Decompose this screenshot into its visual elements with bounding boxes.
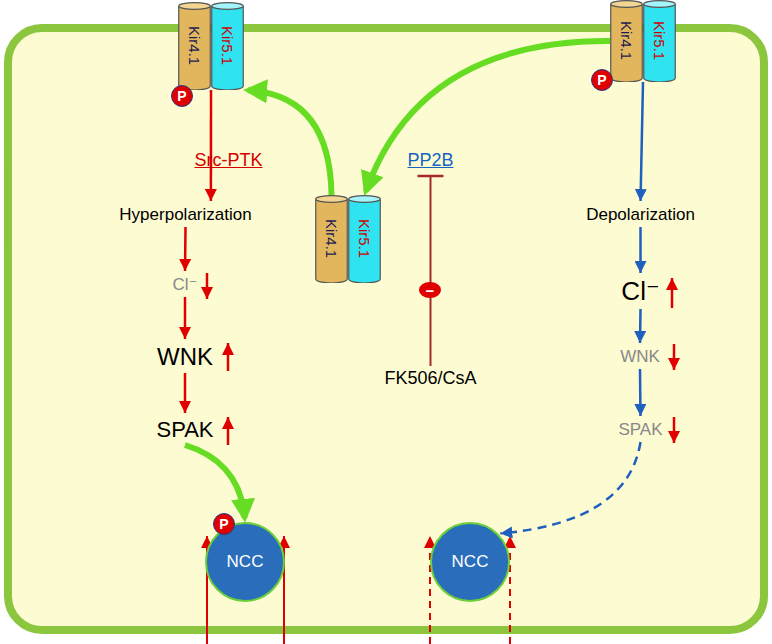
phospho-mark: P [591, 69, 613, 91]
node-text: Depolarization [586, 205, 695, 225]
node-text: P [597, 72, 606, 88]
node-text: SPAK [156, 417, 213, 442]
kir51-channel: Kir5.1 [643, 0, 676, 82]
node-text: Src-PTK [194, 150, 262, 171]
trend-arrow [227, 417, 230, 445]
node-text: Kir4.1 [323, 219, 340, 258]
node-text: Kir5.1 [356, 219, 373, 258]
kinase-label: Src-PTK [190, 148, 267, 173]
ion-label: Cl⁻ [168, 273, 202, 297]
cell-membrane [8, 28, 764, 630]
arrow-connector [366, 41, 610, 191]
kir51-channel: Kir5.1 [211, 2, 244, 90]
kir51-channel: Kir5.1 [348, 195, 381, 283]
arrow-connector [500, 442, 640, 534]
state-label: Hyperpolarization [115, 203, 256, 227]
node-text: Kir4.1 [618, 21, 635, 60]
arrow-connector [639, 227, 642, 273]
node-text: − [426, 283, 435, 298]
inhibition-symbol: − [419, 282, 441, 298]
node-text: NCC [227, 552, 264, 572]
kinase-label: SPAK [152, 415, 218, 445]
kir41-channel: Kir4.1 [178, 2, 211, 90]
inhibition-line [430, 176, 432, 366]
trend-arrow [206, 273, 209, 299]
kinase-label: SPAK [614, 418, 667, 442]
arrow-connector [248, 90, 332, 195]
kinase-label: WNK [616, 345, 664, 369]
phospho-mark: P [171, 85, 193, 107]
node-text: Kir4.1 [186, 26, 203, 65]
ion-label: Cl⁻ [617, 275, 664, 309]
trend-arrow [227, 343, 230, 371]
node-text: P [177, 88, 186, 104]
arrow-connector [639, 369, 642, 416]
ncc-transporter: NCC [205, 522, 285, 602]
state-label: Depolarization [582, 203, 699, 227]
arrow-connector [184, 227, 187, 271]
inhibition-bar [418, 175, 444, 178]
node-text: WNK [620, 347, 660, 367]
arrow-connector [184, 297, 187, 339]
trend-arrow [671, 278, 674, 308]
arrow-connector [185, 445, 245, 518]
node-text: Kir5.1 [219, 26, 236, 65]
kir41-channel: Kir4.1 [315, 195, 348, 283]
node-text: PP2B [407, 150, 453, 171]
node-text: Kir5.1 [651, 21, 668, 60]
node-text: Hyperpolarization [119, 205, 251, 225]
arrow-connector [184, 373, 187, 413]
phospho-mark: P [213, 513, 235, 535]
node-text: WNK [157, 343, 213, 371]
node-text: FK506/CsA [384, 368, 476, 389]
ncc-transporter: NCC [430, 522, 510, 602]
kinase-label: WNK [153, 341, 217, 373]
node-text: Cl⁻ [172, 275, 197, 295]
node-text: NCC [452, 552, 489, 572]
node-text: Cl⁻ [621, 277, 659, 307]
inhibitor-label: FK506/CsA [380, 366, 481, 391]
arrow-connector [641, 82, 643, 201]
arrow-connector [639, 309, 642, 343]
arrow-connector [210, 90, 213, 201]
node-text: P [219, 516, 228, 532]
trend-arrow [673, 417, 676, 443]
transport-arrow [509, 536, 511, 644]
kir41-channel: Kir4.1 [610, 0, 643, 82]
phosphatase-label: PP2B [403, 148, 458, 173]
node-text: SPAK [618, 420, 662, 440]
trend-arrow [673, 344, 676, 370]
